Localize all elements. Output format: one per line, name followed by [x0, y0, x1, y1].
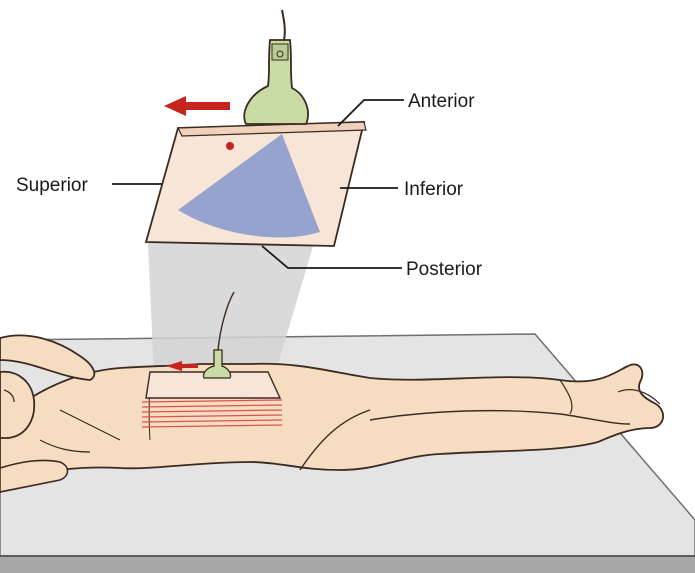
orientation-marker: [226, 142, 234, 150]
label-inferior: Inferior: [404, 179, 464, 200]
label-anterior: Anterior: [408, 91, 475, 112]
label-posterior: Posterior: [406, 259, 483, 280]
image-plane: [146, 122, 366, 246]
label-superior: Superior: [16, 175, 88, 196]
